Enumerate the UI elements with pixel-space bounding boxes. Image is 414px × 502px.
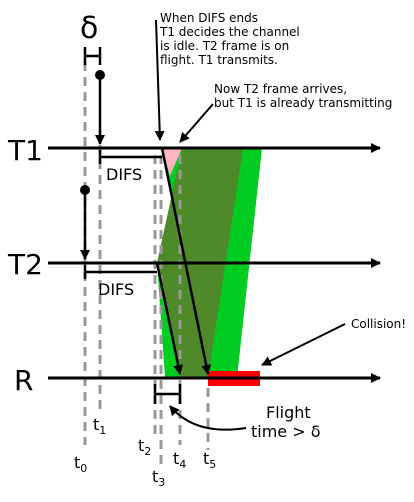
difs-t1-bracket [98, 150, 162, 164]
t2-arrives-pointer [179, 103, 214, 143]
t5-label: t5 [203, 449, 216, 471]
flight-time-pointer [169, 405, 247, 431]
flight-time-note: Flight time > δ [251, 403, 321, 441]
t1-axis-label: T1 [7, 134, 43, 167]
t1-propagation-arrow [160, 147, 212, 375]
difs-ends-pointer [154, 19, 165, 141]
t2-axis-label: T2 [7, 248, 43, 281]
difs-ends-note: When DIFS ends T1 decides the channel is… [159, 11, 304, 67]
delta-label: δ [80, 11, 98, 46]
t0-label: t0 [74, 453, 87, 475]
r-axis-label: R [14, 364, 33, 397]
collision-note: Collision! [351, 317, 406, 331]
t2-propagation-arrow [155, 262, 184, 375]
t2-arrives-note: Now T2 frame arrives, but T1 is already … [214, 82, 392, 110]
difs-t2-bracket [83, 265, 157, 279]
t4-label: t4 [173, 449, 186, 471]
difs-t1-label: DIFS [106, 165, 142, 184]
overlap-pink [162, 148, 182, 176]
t3-label: t3 [152, 467, 165, 489]
collision-pointer [261, 323, 346, 366]
flight-time-bracket [153, 384, 182, 404]
t1-label: t1 [93, 415, 106, 437]
delta-bracket [83, 47, 102, 65]
difs-t2-label: DIFS [98, 280, 134, 299]
t2-label: t2 [138, 436, 151, 458]
